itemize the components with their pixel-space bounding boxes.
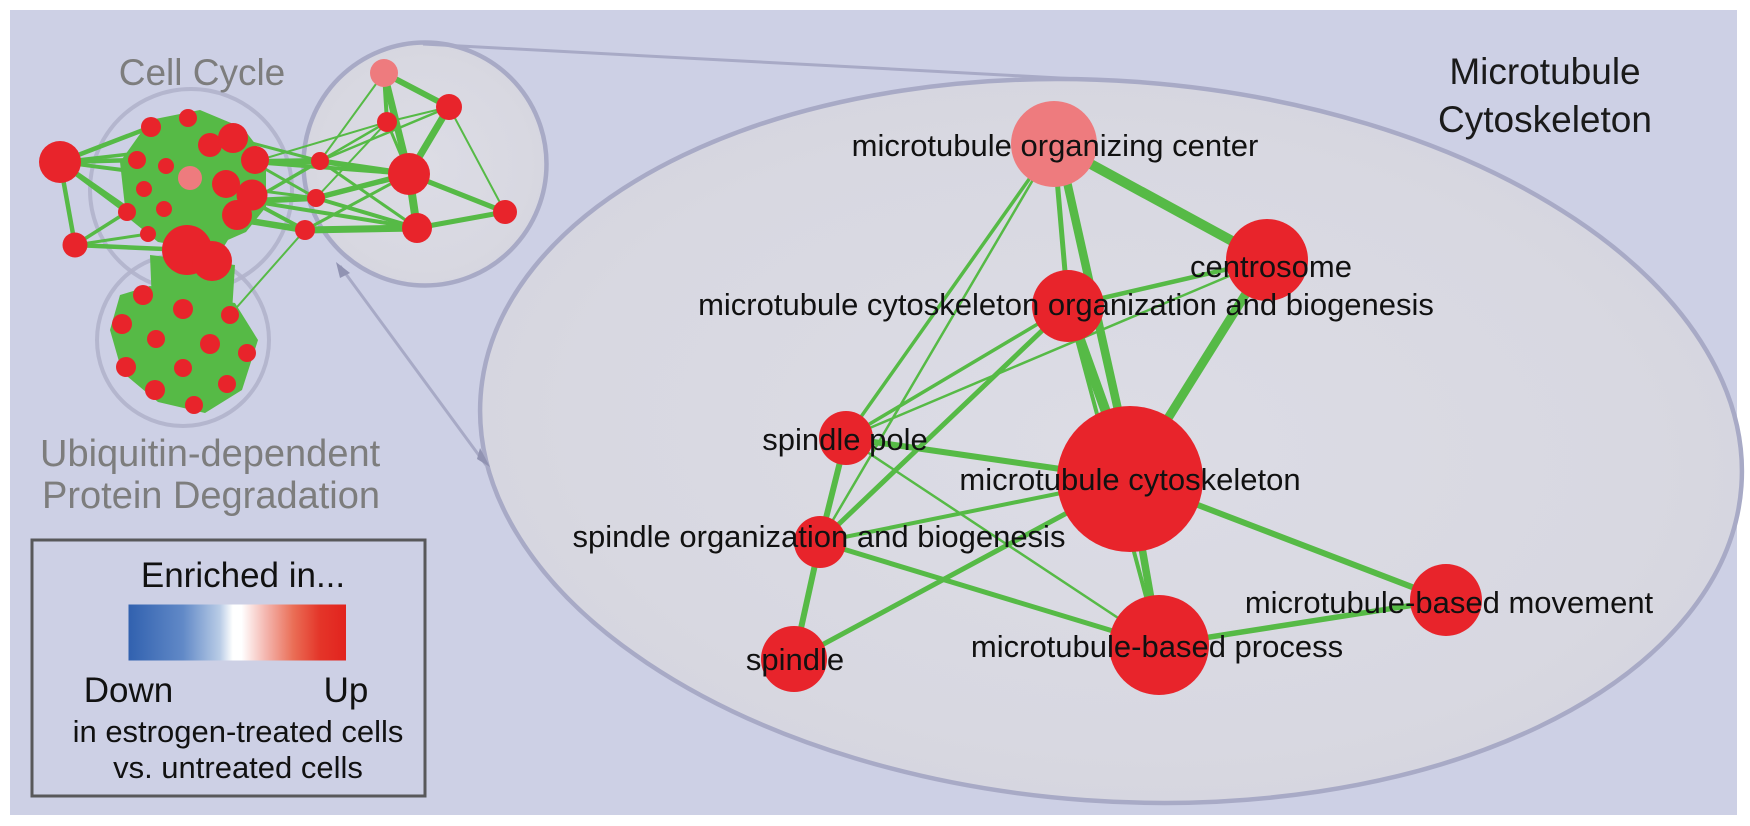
svg-text:Down: Down xyxy=(84,671,173,710)
svg-text:spindle pole: spindle pole xyxy=(762,422,927,457)
svg-text:Up: Up xyxy=(324,671,369,710)
svg-text:spindle: spindle xyxy=(746,642,844,677)
svg-text:microtubule cytoskeleton: microtubule cytoskeleton xyxy=(959,462,1300,497)
svg-text:centrosome: centrosome xyxy=(1190,249,1352,284)
svg-text:in estrogen-treated cells: in estrogen-treated cells xyxy=(73,714,404,749)
svg-text:Ubiquitin-dependent: Ubiquitin-dependent xyxy=(40,433,381,475)
svg-text:Microtubule: Microtubule xyxy=(1449,51,1640,92)
svg-text:Enriched in...: Enriched in... xyxy=(141,556,345,595)
svg-text:microtubule-based movement: microtubule-based movement xyxy=(1245,585,1654,620)
svg-text:Cytoskeleton: Cytoskeleton xyxy=(1438,99,1652,140)
svg-text:microtubule cytoskeleton organ: microtubule cytoskeleton organization an… xyxy=(698,287,1434,322)
svg-text:Cell Cycle: Cell Cycle xyxy=(119,52,286,93)
svg-text:microtubule-based process: microtubule-based process xyxy=(971,629,1343,664)
svg-text:microtubule organizing center: microtubule organizing center xyxy=(852,128,1259,163)
svg-text:Protein Degradation: Protein Degradation xyxy=(42,475,380,517)
svg-text:spindle organization and bioge: spindle organization and biogenesis xyxy=(573,519,1066,554)
svg-text:vs. untreated cells: vs. untreated cells xyxy=(113,750,363,785)
